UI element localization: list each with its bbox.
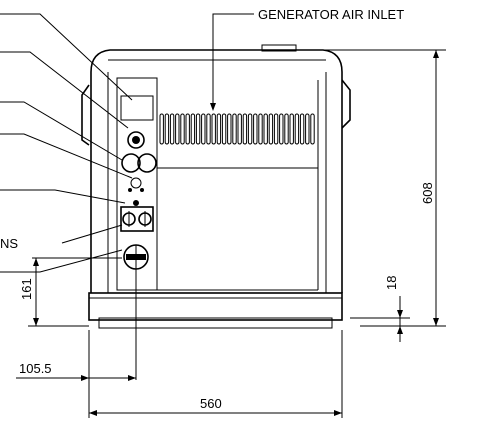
- louvre-slat: [195, 113, 201, 145]
- air-inlet-callout: GENERATOR AIR INLET: [210, 7, 404, 111]
- louvre-slat: [185, 113, 190, 145]
- louvre-slat: [169, 113, 175, 145]
- leader-lines: [0, 13, 133, 273]
- louvre-slat: [289, 113, 294, 145]
- louvre-slat: [263, 113, 268, 145]
- louvre-slat: [279, 113, 284, 145]
- louvre-slat: [253, 113, 258, 145]
- louvre-slat: [164, 113, 170, 145]
- louvre-slat: [268, 113, 274, 145]
- dimension-height-total: 608: [322, 49, 446, 327]
- louvre-slat: [242, 113, 248, 145]
- louvre-slat: [237, 113, 242, 145]
- dimension-18-label: 18: [384, 276, 399, 290]
- generator-body: [81, 44, 351, 329]
- louvre-slat: [232, 113, 237, 145]
- dimension-161-label: 161: [19, 278, 34, 300]
- louvre-slat: [159, 113, 164, 145]
- louvre-slat: [190, 113, 196, 145]
- louvre-slat: [273, 113, 279, 145]
- dimension-width-total: 560: [89, 330, 343, 418]
- louvre-slat: [180, 113, 185, 145]
- dimension-105-5-label: 105.5: [19, 361, 52, 376]
- louvre-slat: [216, 113, 222, 145]
- louvre-slat: [310, 113, 315, 145]
- fuse-icon: [127, 131, 145, 149]
- louvre-slat: [305, 113, 310, 145]
- connections-label: NS: [0, 236, 18, 251]
- dimension-height-left: 161: [19, 258, 89, 327]
- louvre-slat: [247, 113, 253, 145]
- generator-air-inlet-label: GENERATOR AIR INLET: [258, 7, 404, 22]
- louvre-slat: [221, 113, 227, 145]
- louvre-slat: [284, 113, 289, 145]
- air-inlet-louvres: [159, 113, 315, 145]
- dimension-560-label: 560: [200, 396, 222, 411]
- louvre-slat: [201, 113, 206, 145]
- louvre-slat: [258, 113, 263, 145]
- louvre-slat: [299, 113, 305, 145]
- louvre-slat: [206, 113, 211, 145]
- switch-icon: [120, 206, 154, 232]
- louvre-slat: [294, 113, 300, 145]
- dimension-608-label: 608: [420, 182, 435, 204]
- dimension-side-offset: 105.5: [16, 330, 136, 418]
- louvre-slat: [227, 113, 232, 145]
- louvre-slat: [211, 113, 216, 145]
- socket-icon: [121, 153, 157, 206]
- dimension-base-offset: 18: [350, 276, 410, 342]
- outlet-icon: [123, 244, 149, 380]
- louvre-slat: [175, 113, 180, 145]
